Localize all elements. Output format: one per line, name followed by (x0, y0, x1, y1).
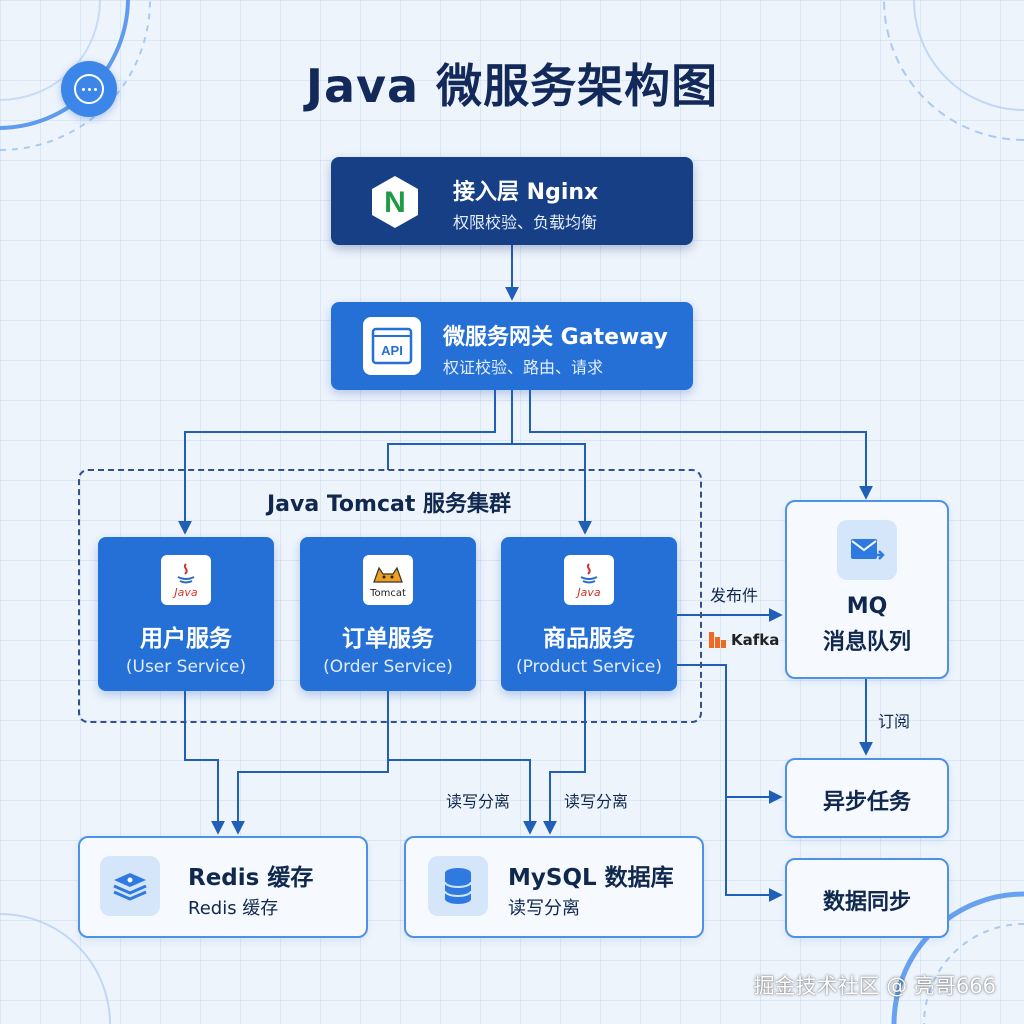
more-dots-icon (74, 74, 104, 104)
java-logo-icon: Java (161, 555, 211, 605)
mq-node[interactable]: MQ 消息队列 (785, 500, 949, 679)
menu-button[interactable] (61, 61, 117, 117)
tomcat-logo-text: Tomcat (370, 587, 406, 599)
data-sync-node[interactable]: 数据同步 (785, 858, 949, 938)
async-task-node[interactable]: 异步任务 (785, 758, 949, 838)
redis-stack-icon (100, 856, 160, 916)
java-logo-text: Java (577, 585, 601, 599)
publish-label: 发布件 (710, 586, 759, 605)
page-title: Java 微服务架构图 (305, 59, 719, 113)
api-window-icon: API (363, 317, 421, 375)
watermark: 掘金技术社区 @ 亮哥666 (753, 974, 996, 998)
async-task-title: 异步任务 (822, 790, 911, 815)
gateway-title: 微服务网关 Gateway (443, 325, 668, 350)
nginx-title: 接入层 Nginx (453, 180, 599, 205)
corner-decoration-top-right (883, 0, 1024, 141)
nginx-logo-letter: N (384, 186, 406, 219)
kafka-label: Kafka (708, 631, 779, 649)
api-logo-text: API (381, 343, 403, 358)
redis-node[interactable]: Redis 缓存 Redis 缓存 (78, 836, 368, 938)
service-name: 用户服务 (140, 626, 232, 652)
mysql-subtitle: 读写分离 (508, 898, 580, 919)
edge-product-mysql (543, 690, 586, 835)
tomcat-logo-icon: Tomcat (363, 555, 413, 605)
corner-decoration-bottom-left (0, 913, 111, 1024)
gateway-subtitle: 权证校验、路由、请求 (443, 358, 604, 377)
kafka-logo-icon (709, 632, 726, 648)
database-icon (428, 856, 488, 916)
service-name: 订单服务 (342, 626, 434, 652)
tomcat-cluster-group (78, 469, 702, 723)
mail-send-icon (837, 520, 897, 580)
java-logo-icon: Java (564, 555, 614, 605)
service-name-en: (User Service) (125, 657, 247, 677)
service-name-en: (Product Service) (515, 657, 663, 677)
service-name: 商品服务 (543, 626, 635, 652)
kafka-text: Kafka (731, 631, 780, 649)
gateway-node[interactable]: API 微服务网关 Gateway 权证校验、路由、请求 (331, 302, 693, 390)
redis-title: Redis 缓存 (188, 865, 314, 891)
edge-user-redis (184, 690, 225, 835)
edge-order-mysql (387, 690, 537, 835)
product-service-node[interactable]: Java 商品服务 (Product Service) (501, 537, 677, 691)
nginx-subtitle: 权限校验、负载均衡 (453, 213, 598, 232)
cluster-label: Java Tomcat 服务集群 (266, 492, 512, 517)
mysql-title: MySQL 数据库 (508, 865, 674, 891)
edge-gateway-order (387, 390, 513, 470)
mq-subtitle: 消息队列 (822, 630, 911, 655)
user-service-node[interactable]: Java 用户服务 (User Service) (98, 537, 274, 691)
java-logo-text: Java (174, 585, 198, 599)
mysql-node[interactable]: MySQL 数据库 读写分离 (404, 836, 704, 938)
rw-split-label-right: 读写分离 (564, 792, 629, 811)
subscribe-label: 订阅 (878, 712, 911, 731)
nginx-node[interactable]: N 接入层 Nginx 权限校验、负载均衡 (331, 157, 693, 245)
nginx-logo-icon: N (372, 176, 418, 228)
service-name-en: (Order Service) (323, 657, 453, 677)
edge-gateway-mq (529, 390, 873, 500)
mq-title: MQ (846, 594, 888, 619)
redis-subtitle: Redis 缓存 (188, 898, 279, 919)
order-service-node[interactable]: Tomcat 订单服务 (Order Service) (300, 537, 476, 691)
edge-gateway-user (178, 390, 496, 535)
data-sync-title: 数据同步 (822, 890, 911, 915)
edge-gateway-product (511, 390, 592, 535)
rw-split-label-left: 读写分离 (446, 792, 511, 811)
